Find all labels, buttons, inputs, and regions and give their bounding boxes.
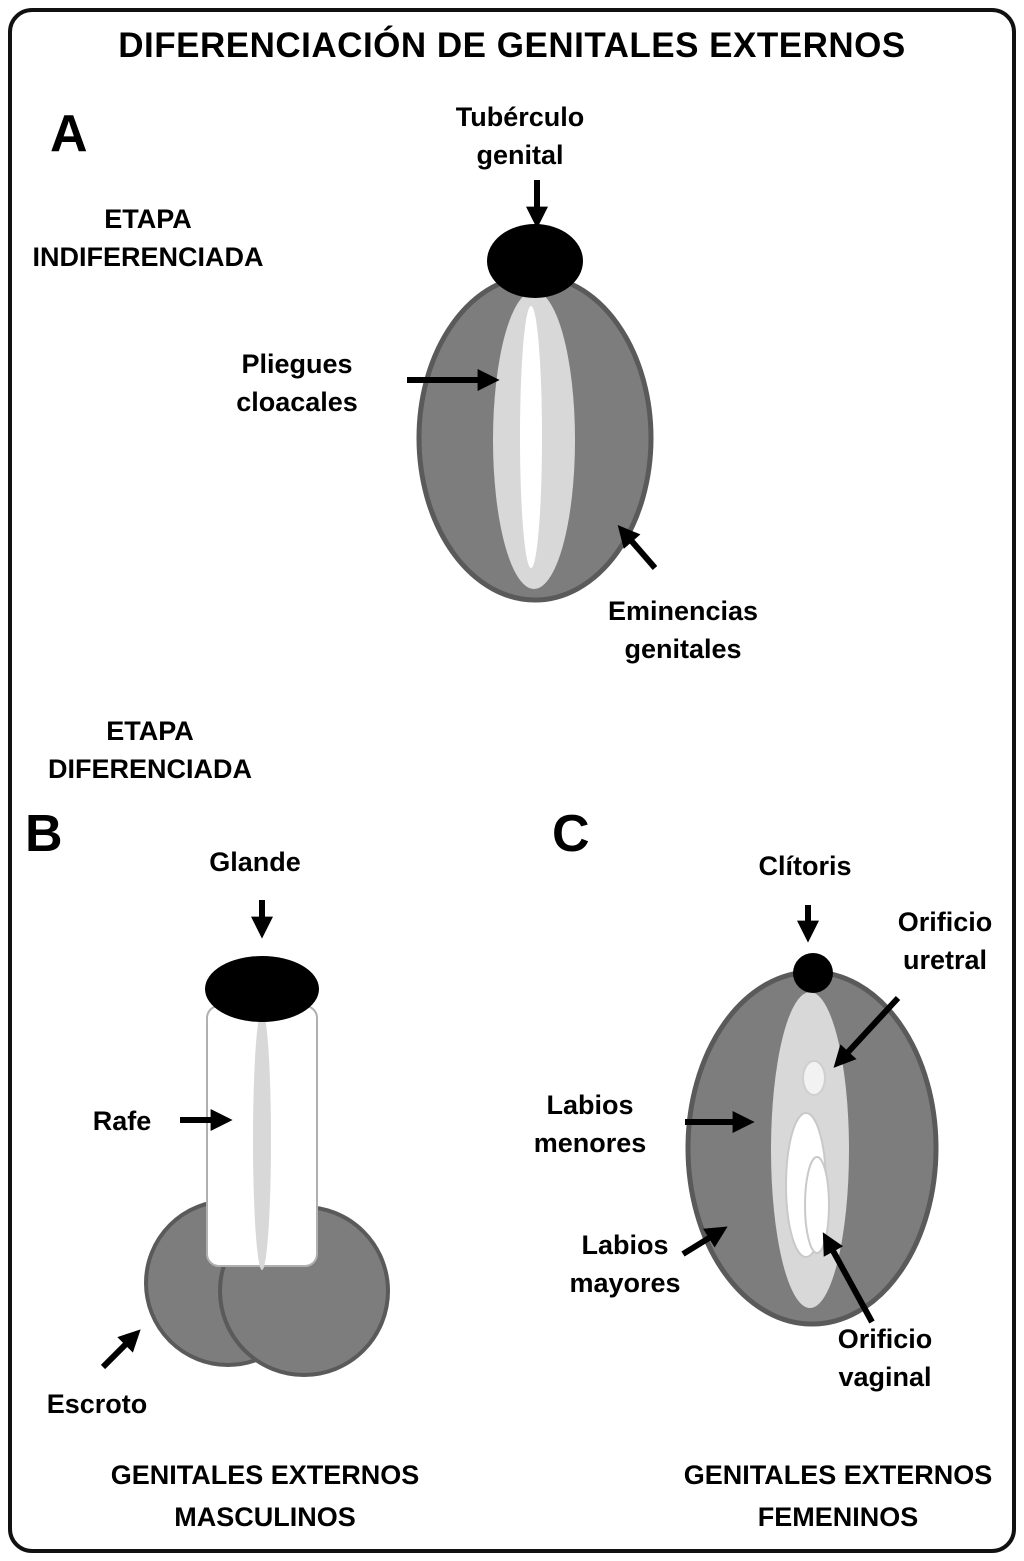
label-glande: Glande bbox=[209, 847, 301, 877]
raphe-stripe bbox=[253, 1010, 271, 1270]
label-clitoris: Clítoris bbox=[758, 851, 852, 881]
arrow-orificio-uretral bbox=[833, 995, 901, 1068]
clitoris-circle bbox=[793, 953, 833, 993]
arrow-labios-mayores bbox=[681, 1226, 728, 1257]
label-orificio-vaginal: Orificio vaginal bbox=[837, 1324, 933, 1393]
panel-a-letter: A bbox=[50, 105, 88, 163]
label-escroto: Escroto bbox=[46, 1389, 148, 1419]
label-rafe: Rafe bbox=[92, 1106, 152, 1136]
arrow-orificio-vaginal bbox=[822, 1232, 875, 1324]
label-tuberculo-genital: Tubérculo genital bbox=[455, 102, 585, 171]
label-labios-mayores: Labios mayores bbox=[569, 1230, 681, 1299]
arrow-escroto bbox=[100, 1329, 141, 1370]
urethral-orifice-ellipse bbox=[802, 1060, 826, 1096]
arrow-eminencias-genitales bbox=[617, 525, 658, 570]
cloacal-membrane-stripe-a bbox=[520, 306, 542, 568]
stage-indiferenciada-label: ETAPA INDIFERENCIADA bbox=[32, 204, 264, 273]
panel-b-letter: B bbox=[25, 805, 63, 863]
caption-masculinos: GENITALES EXTERNOS MASCULINOS bbox=[110, 1460, 420, 1532]
panel-c-letter: C bbox=[552, 805, 590, 863]
label-eminencias-genitales: Eminencias genitales bbox=[607, 596, 759, 665]
label-pliegues-cloacales: Pliegues cloacales bbox=[236, 349, 358, 418]
page-title: DIFERENCIACIÓN DE GENITALES EXTERNOS bbox=[118, 26, 906, 65]
glans-oval bbox=[205, 956, 319, 1022]
vaginal-orifice-ellipse bbox=[804, 1156, 830, 1254]
genital-tubercle-oval-a bbox=[487, 224, 583, 298]
label-labios-menores: Labios menores bbox=[533, 1090, 647, 1159]
caption-femeninos: GENITALES EXTERNOS FEMENINOS bbox=[683, 1460, 993, 1532]
label-orificio-uretral: Orificio uretral bbox=[897, 907, 993, 976]
stage-diferenciada-label: ETAPA DIFERENCIADA bbox=[47, 716, 252, 785]
